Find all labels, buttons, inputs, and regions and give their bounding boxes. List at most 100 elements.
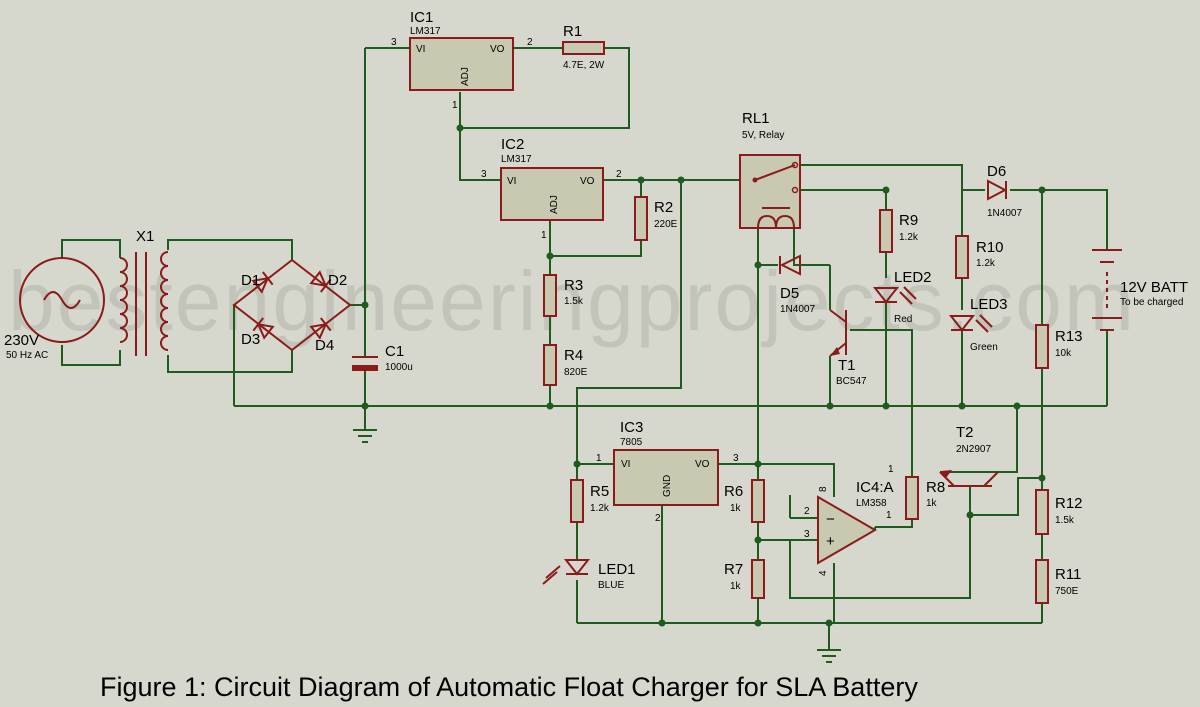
ic2-pin-out: 2 bbox=[616, 169, 622, 180]
r7-value: 1k bbox=[730, 581, 742, 592]
ic4-ref: IC4:A bbox=[856, 479, 894, 496]
ic3-gnd: GND bbox=[662, 475, 673, 497]
led1-ref: LED1 bbox=[598, 561, 636, 578]
ic1-pin-adj: 1 bbox=[452, 100, 458, 111]
t2-ref: T2 bbox=[956, 424, 974, 441]
watermark: bestengineeringprojects.com bbox=[8, 254, 1136, 348]
diode-d6: D6 1N4007 bbox=[987, 163, 1022, 219]
resistor-r9: R9 1.2k bbox=[879, 209, 919, 253]
diode-d5: D5 1N4007 bbox=[779, 254, 830, 315]
resistor-r11: R11 750E bbox=[1035, 559, 1081, 604]
capacitor-c1: C1 1000u bbox=[352, 343, 413, 388]
resistor-r4: R4 820E bbox=[543, 344, 588, 386]
r10-ref: R10 bbox=[976, 239, 1004, 256]
transformer-ref: X1 bbox=[136, 228, 154, 245]
opamp-minus: − bbox=[826, 511, 835, 528]
r9-value: 1.2k bbox=[899, 232, 919, 243]
relay-rl1: RL1 5V, Relay bbox=[739, 110, 801, 229]
r12-value: 1.5k bbox=[1055, 515, 1075, 526]
figure-caption: Figure 1: Circuit Diagram of Automatic F… bbox=[100, 672, 918, 702]
led2: LED2 Red bbox=[872, 269, 932, 325]
r3-value: 1.5k bbox=[564, 296, 584, 307]
ic2-vi: VI bbox=[507, 176, 516, 187]
battery: 12V BATT To be charged bbox=[1092, 249, 1188, 331]
c1-ref: C1 bbox=[385, 343, 404, 360]
r4-ref: R4 bbox=[564, 347, 583, 364]
source-ref: 230V bbox=[4, 332, 39, 349]
resistor-r12: R12 1.5k bbox=[1035, 489, 1083, 535]
ground-symbol-2 bbox=[817, 649, 841, 663]
ic2-vo: VO bbox=[580, 176, 595, 187]
c1-value: 1000u bbox=[385, 362, 413, 373]
r6-ref: R6 bbox=[724, 483, 743, 500]
r13-value: 10k bbox=[1055, 348, 1072, 359]
battery-ref: 12V BATT bbox=[1120, 279, 1188, 296]
transistor-t2: T2 2N2907 bbox=[939, 424, 1017, 487]
led2-value: Red bbox=[894, 314, 912, 325]
resistor-r8: R8 1k bbox=[905, 476, 945, 520]
r6-value: 1k bbox=[730, 503, 742, 514]
d3-ref: D3 bbox=[241, 331, 260, 348]
led2-ref: LED2 bbox=[894, 269, 932, 286]
ic2-lm317: IC2 LM317 VI VO ADJ 3 2 1 bbox=[481, 136, 622, 241]
r12-ref: R12 bbox=[1055, 495, 1083, 512]
ic2-adj: ADJ bbox=[549, 195, 560, 214]
ic3-7805: IC3 7805 VI VO GND 1 3 2 bbox=[596, 419, 739, 524]
ground-symbol-1 bbox=[353, 429, 377, 443]
ic4-pin-inv: 2 bbox=[804, 506, 810, 517]
ic4-part: LM358 bbox=[856, 498, 887, 509]
ic2-pin-adj: 1 bbox=[541, 230, 547, 241]
ic3-pin-gnd: 2 bbox=[655, 513, 661, 524]
r3-ref: R3 bbox=[564, 277, 583, 294]
r1-ref: R1 bbox=[563, 23, 582, 40]
ic3-pin-in: 1 bbox=[596, 453, 602, 464]
d4-ref: D4 bbox=[315, 337, 334, 354]
r2-value: 220E bbox=[654, 219, 678, 230]
bridge-rectifier: D1 D2 D3 D4 bbox=[232, 259, 352, 354]
ic1-vo: VO bbox=[490, 44, 505, 55]
ic4-pin-non: 3 bbox=[804, 529, 810, 540]
resistor-r5: R5 1.2k bbox=[570, 479, 610, 523]
resistor-r6: R6 1k bbox=[724, 479, 765, 523]
ic1-adj: ADJ bbox=[460, 67, 471, 86]
r8-value: 1k bbox=[926, 498, 938, 509]
ic1-lm317: IC1 LM317 VI VO ADJ 3 2 1 bbox=[391, 9, 533, 111]
d1-ref: D1 bbox=[241, 272, 260, 289]
ic3-part: 7805 bbox=[620, 437, 643, 448]
ic1-pin-out: 2 bbox=[527, 37, 533, 48]
t2-value: 2N2907 bbox=[956, 444, 991, 455]
ic4-opamp: − + IC4:A LM358 2 3 8 4 1 bbox=[804, 479, 894, 576]
battery-value: To be charged bbox=[1120, 297, 1183, 308]
rl1-value: 5V, Relay bbox=[742, 130, 784, 141]
ic3-ref: IC3 bbox=[620, 419, 643, 436]
ic4-pin-gnd: 4 bbox=[818, 570, 829, 576]
r5-ref: R5 bbox=[590, 483, 609, 500]
led1: LED1 BLUE bbox=[542, 559, 636, 591]
d6-value: 1N4007 bbox=[987, 208, 1022, 219]
resistor-r13: R13 10k bbox=[1035, 324, 1083, 369]
r7-ref: R7 bbox=[724, 561, 743, 578]
d2-ref: D2 bbox=[328, 272, 347, 289]
ic3-pin-out: 3 bbox=[733, 453, 739, 464]
r10-value: 1.2k bbox=[976, 258, 996, 269]
t1-ref: T1 bbox=[838, 357, 856, 374]
resistor-r1: R1 4.7E, 2W bbox=[562, 23, 605, 71]
resistor-r3: R3 1.5k bbox=[543, 274, 584, 317]
rl1-ref: RL1 bbox=[742, 110, 770, 127]
resistor-r7: R7 1k bbox=[724, 559, 765, 599]
ic4-pin-vcc: 8 bbox=[818, 486, 829, 492]
source-value: 50 Hz AC bbox=[6, 350, 48, 361]
ic2-part: LM317 bbox=[501, 154, 532, 165]
transformer-x1: X1 bbox=[119, 228, 169, 356]
ic3-vi: VI bbox=[621, 459, 630, 470]
ac-source: 230V 50 Hz AC bbox=[4, 257, 105, 361]
r4-value: 820E bbox=[564, 367, 588, 378]
r11-value: 750E bbox=[1055, 586, 1079, 597]
led1-value: BLUE bbox=[598, 580, 624, 591]
ic2-ref: IC2 bbox=[501, 136, 524, 153]
ic4-pin-out: 1 bbox=[886, 510, 892, 521]
resistor-r2: R2 220E bbox=[634, 196, 678, 241]
r5-value: 1.2k bbox=[590, 503, 610, 514]
r8-ref: R8 bbox=[926, 479, 945, 496]
